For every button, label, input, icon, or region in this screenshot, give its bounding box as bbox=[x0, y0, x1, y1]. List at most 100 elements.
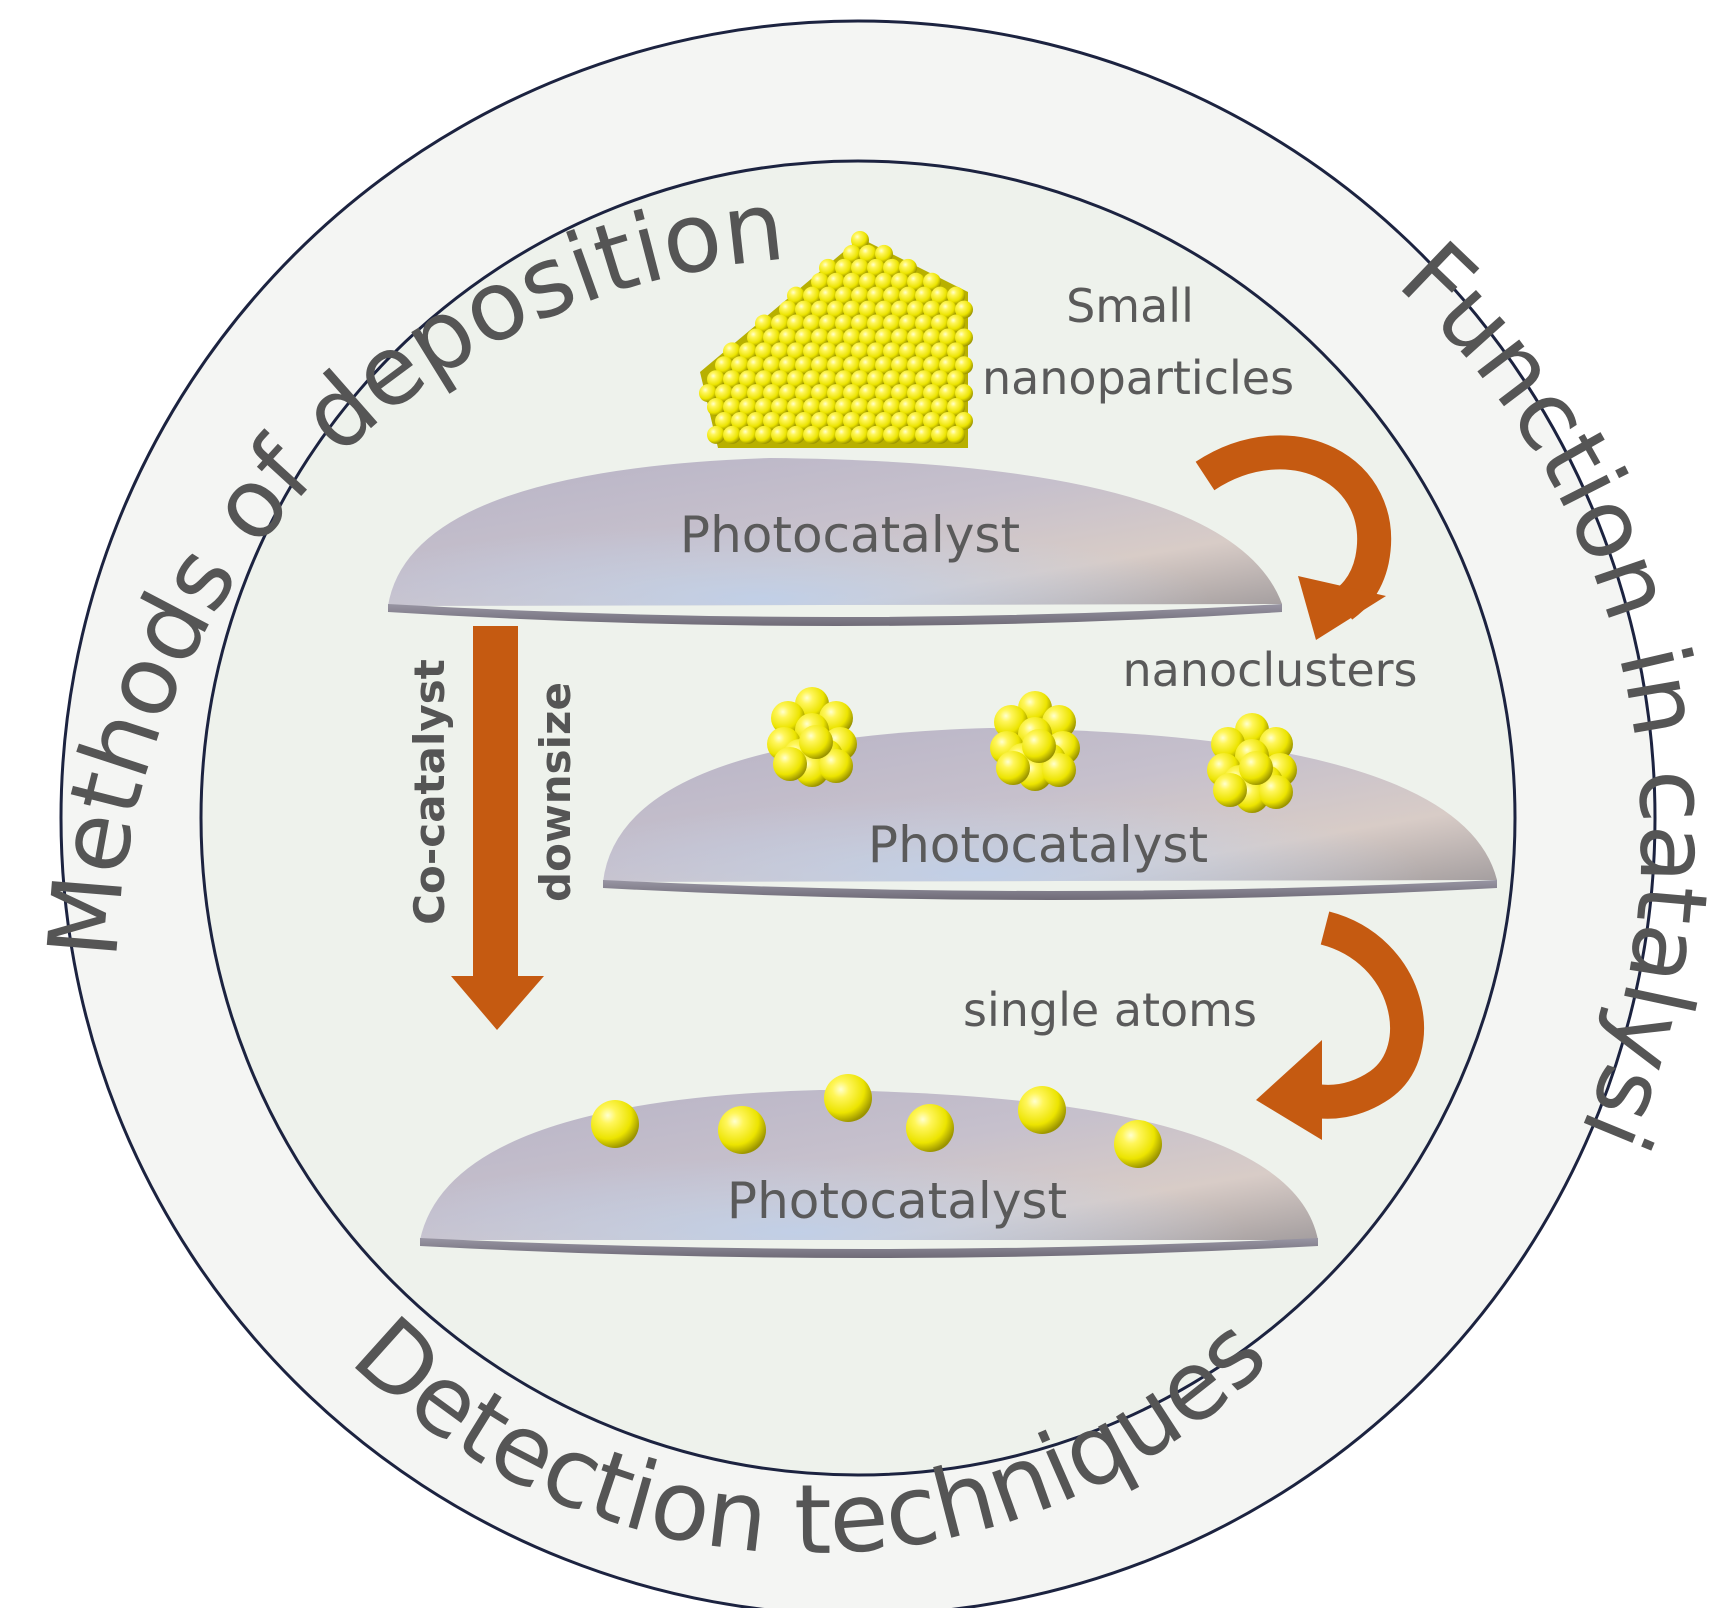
atom bbox=[803, 286, 821, 305]
atom bbox=[763, 356, 781, 375]
atom bbox=[891, 328, 909, 347]
atom bbox=[939, 411, 957, 430]
atom bbox=[843, 244, 861, 263]
atom bbox=[955, 411, 973, 430]
atom bbox=[883, 370, 901, 389]
atom bbox=[739, 398, 757, 417]
atom bbox=[723, 342, 741, 361]
atom bbox=[931, 370, 949, 389]
atom bbox=[715, 356, 733, 375]
atom bbox=[851, 286, 869, 305]
atom bbox=[907, 384, 925, 403]
atom bbox=[851, 258, 869, 277]
single-atom bbox=[718, 1106, 766, 1154]
atom bbox=[875, 300, 893, 319]
atom bbox=[867, 370, 885, 389]
atom bbox=[755, 370, 773, 389]
atom bbox=[899, 342, 917, 361]
atom bbox=[883, 258, 901, 277]
atom bbox=[899, 258, 917, 277]
atom bbox=[739, 370, 757, 389]
atom bbox=[771, 398, 789, 417]
atom bbox=[819, 258, 837, 277]
atom bbox=[899, 398, 917, 417]
atom bbox=[723, 370, 741, 389]
atom bbox=[763, 384, 781, 403]
atom bbox=[811, 328, 829, 347]
atom bbox=[723, 425, 741, 444]
atom bbox=[996, 751, 1030, 785]
single-atoms bbox=[591, 1074, 1162, 1168]
atom bbox=[915, 286, 933, 305]
atom bbox=[875, 384, 893, 403]
atom bbox=[747, 328, 765, 347]
atom bbox=[851, 231, 869, 249]
curved-arrow-2 bbox=[1256, 911, 1424, 1140]
atom bbox=[883, 342, 901, 361]
atom bbox=[867, 258, 885, 277]
atom bbox=[915, 314, 933, 333]
atom bbox=[835, 286, 853, 305]
atom bbox=[779, 384, 797, 403]
nanocluster-2 bbox=[990, 691, 1080, 791]
atom bbox=[803, 370, 821, 389]
stage-label-nanoparticles: Small bbox=[1066, 279, 1194, 333]
curved-arrow-1 bbox=[1195, 435, 1391, 640]
atom bbox=[947, 286, 965, 305]
support-label-top: Photocatalyst bbox=[680, 506, 1020, 564]
atom bbox=[859, 384, 877, 403]
atom bbox=[755, 342, 773, 361]
atom bbox=[811, 300, 829, 319]
atom bbox=[795, 411, 813, 430]
atom bbox=[859, 356, 877, 375]
atom bbox=[811, 411, 829, 430]
atom bbox=[779, 356, 797, 375]
atom bbox=[1239, 751, 1273, 785]
atom bbox=[715, 411, 733, 430]
atom bbox=[787, 398, 805, 417]
atom bbox=[707, 398, 725, 417]
atom bbox=[915, 342, 933, 361]
atom bbox=[771, 342, 789, 361]
atom bbox=[899, 425, 917, 444]
atom bbox=[1259, 775, 1293, 809]
atom bbox=[803, 398, 821, 417]
atom bbox=[787, 314, 805, 333]
atom bbox=[827, 328, 845, 347]
atom bbox=[851, 398, 869, 417]
atom bbox=[803, 342, 821, 361]
single-atom bbox=[824, 1074, 872, 1122]
atom bbox=[803, 425, 821, 444]
stage-label-nanoparticles-2: nanoparticles bbox=[982, 351, 1294, 405]
atom bbox=[715, 384, 733, 403]
atom bbox=[763, 411, 781, 430]
atom bbox=[827, 384, 845, 403]
atom bbox=[883, 425, 901, 444]
atom bbox=[867, 342, 885, 361]
atom bbox=[955, 356, 973, 375]
atom bbox=[875, 356, 893, 375]
atom bbox=[835, 258, 853, 277]
atom bbox=[779, 300, 797, 319]
atom bbox=[819, 398, 837, 417]
atom bbox=[915, 425, 933, 444]
atom bbox=[731, 411, 749, 430]
atom bbox=[875, 244, 893, 263]
atom bbox=[923, 384, 941, 403]
atom bbox=[907, 300, 925, 319]
atom bbox=[819, 286, 837, 305]
atom bbox=[899, 370, 917, 389]
atom bbox=[891, 356, 909, 375]
downsize-label-cocatalyst: Co-catalyst bbox=[405, 659, 454, 925]
atom bbox=[883, 314, 901, 333]
atom bbox=[907, 411, 925, 430]
atom bbox=[835, 342, 853, 361]
atom bbox=[915, 398, 933, 417]
atom bbox=[707, 425, 725, 444]
downsize-arrow bbox=[451, 626, 544, 1030]
atom bbox=[947, 398, 965, 417]
atom bbox=[771, 425, 789, 444]
single-atom bbox=[1114, 1120, 1162, 1168]
atom bbox=[851, 314, 869, 333]
